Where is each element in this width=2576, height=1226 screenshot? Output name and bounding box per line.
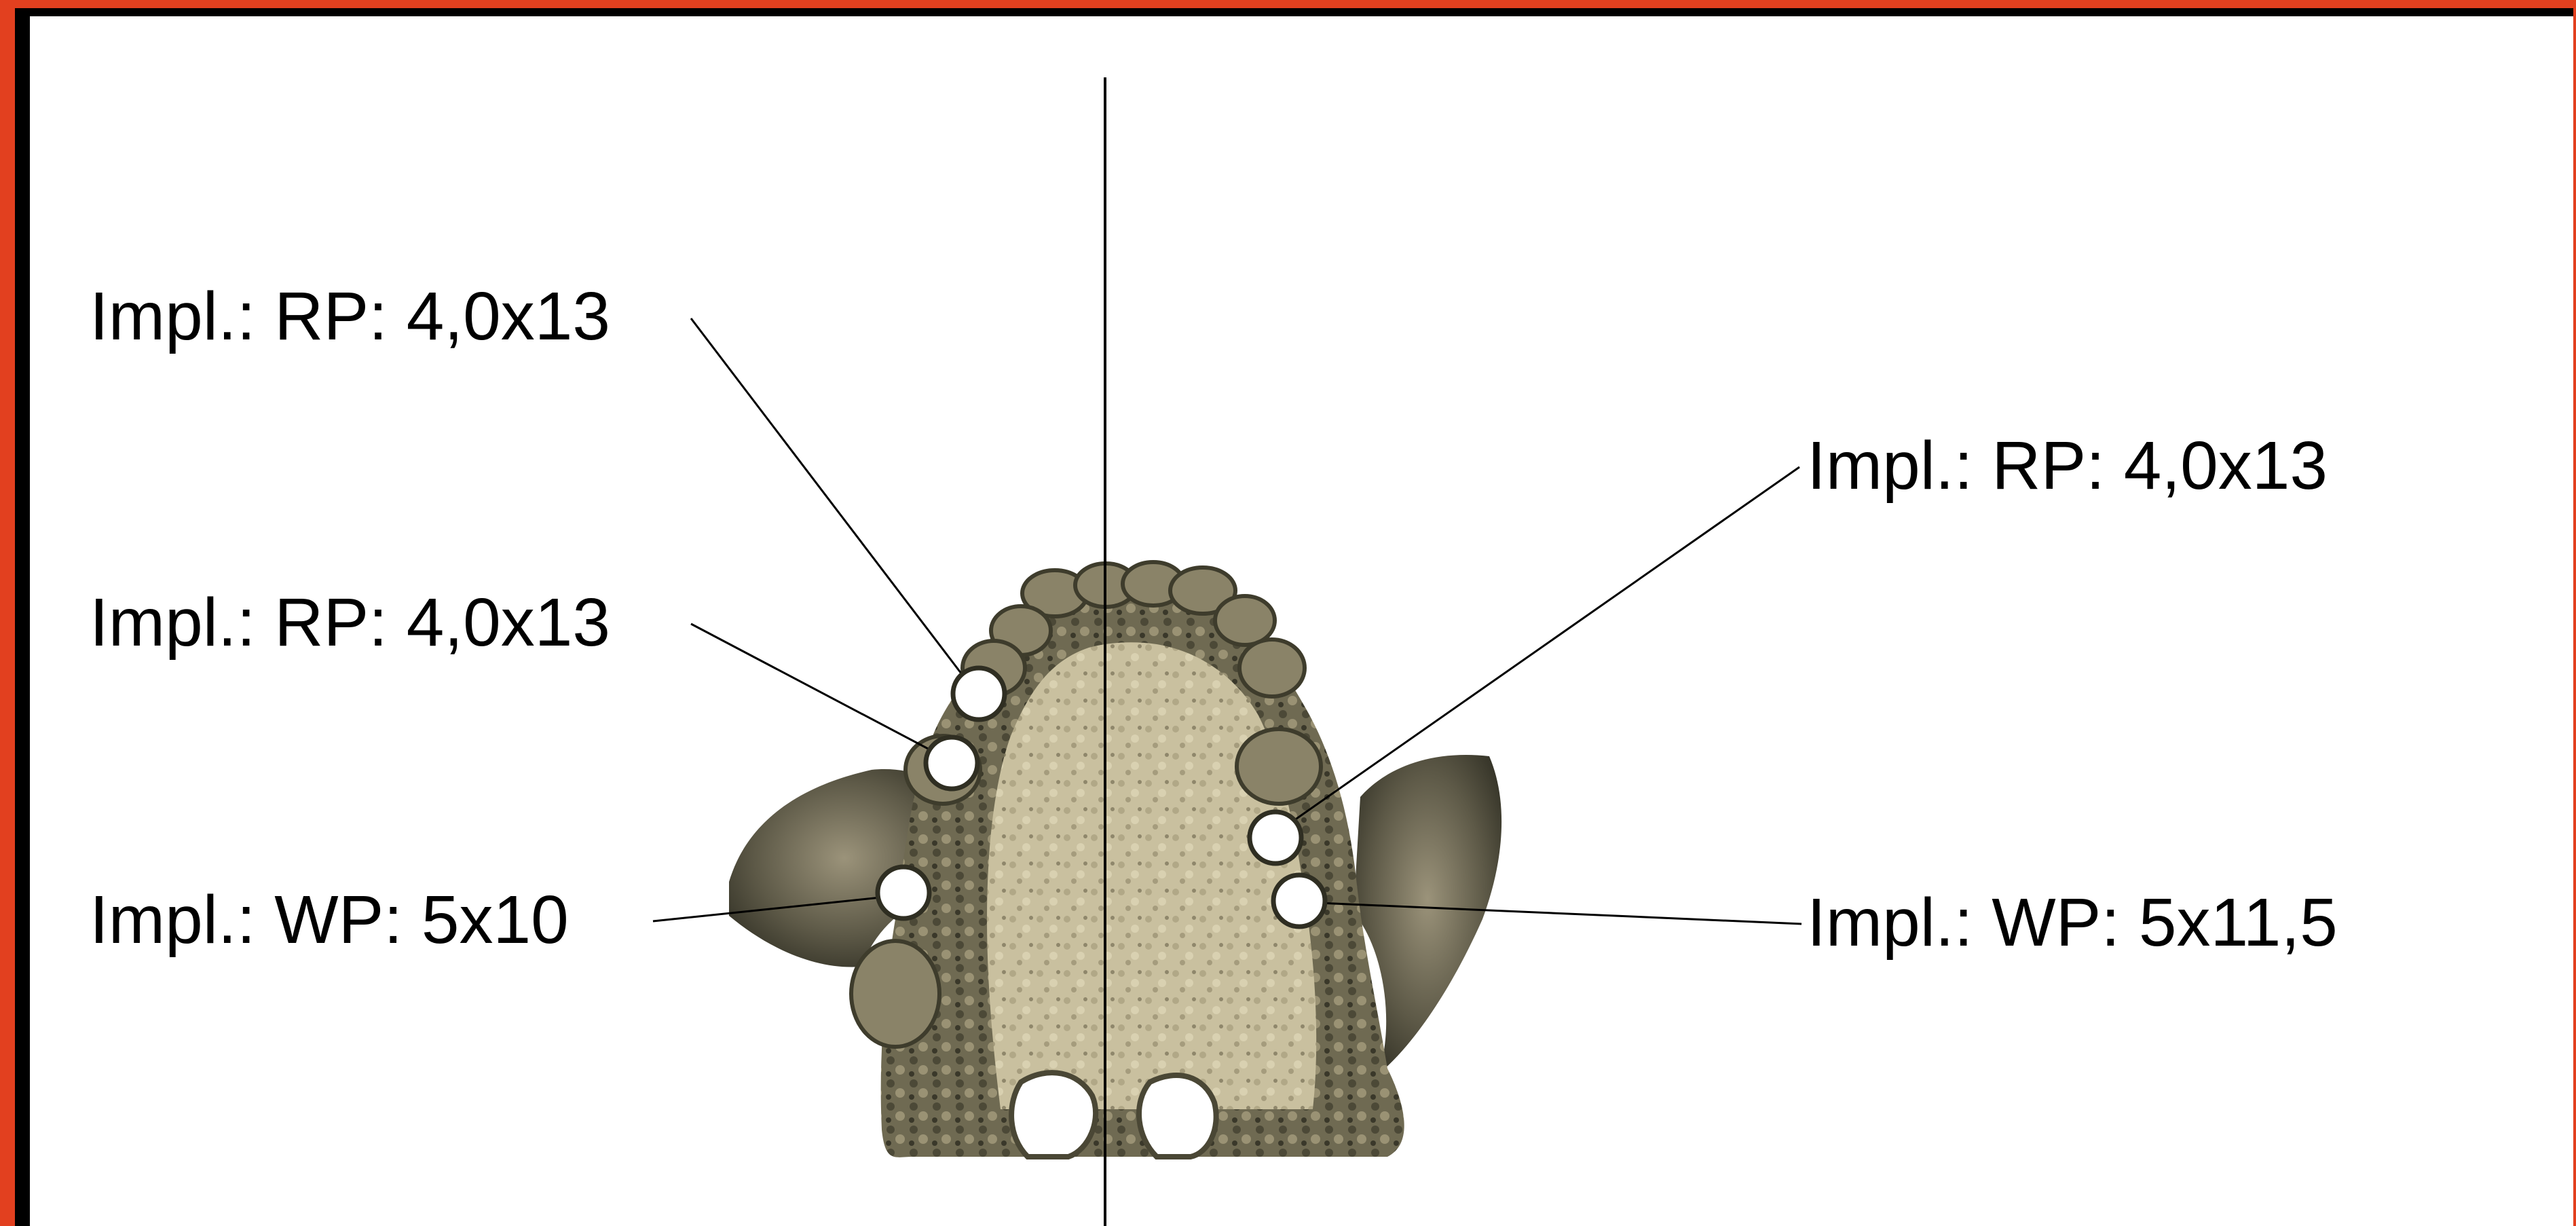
label-left-bottom: Impl.: WP: 5x10 (90, 886, 569, 954)
stage: Impl.: RP: 4,0x13 Impl.: RP: 4,0x13 Impl… (30, 16, 2576, 1226)
label-right-bottom: Impl.: WP: 5x11,5 (1807, 889, 2338, 956)
label-left-middle: Impl.: RP: 4,0x13 (90, 589, 610, 656)
implant-marker (926, 737, 977, 789)
leader-left-top (691, 318, 970, 685)
leader-left-middle (691, 624, 945, 758)
right-foramen (1139, 1075, 1216, 1157)
implant-marker (878, 867, 929, 918)
left-foramen (1011, 1073, 1096, 1157)
implant-marker (1250, 812, 1301, 863)
implant-marker (953, 668, 1005, 720)
label-right-top: Impl.: RP: 4,0x13 (1807, 432, 2328, 500)
image-canvas: Impl.: RP: 4,0x13 Impl.: RP: 4,0x13 Impl… (30, 16, 2576, 1226)
implant-marker (1273, 875, 1325, 927)
label-left-top: Impl.: RP: 4,0x13 (90, 282, 610, 350)
leader-right-top (1281, 467, 1799, 830)
